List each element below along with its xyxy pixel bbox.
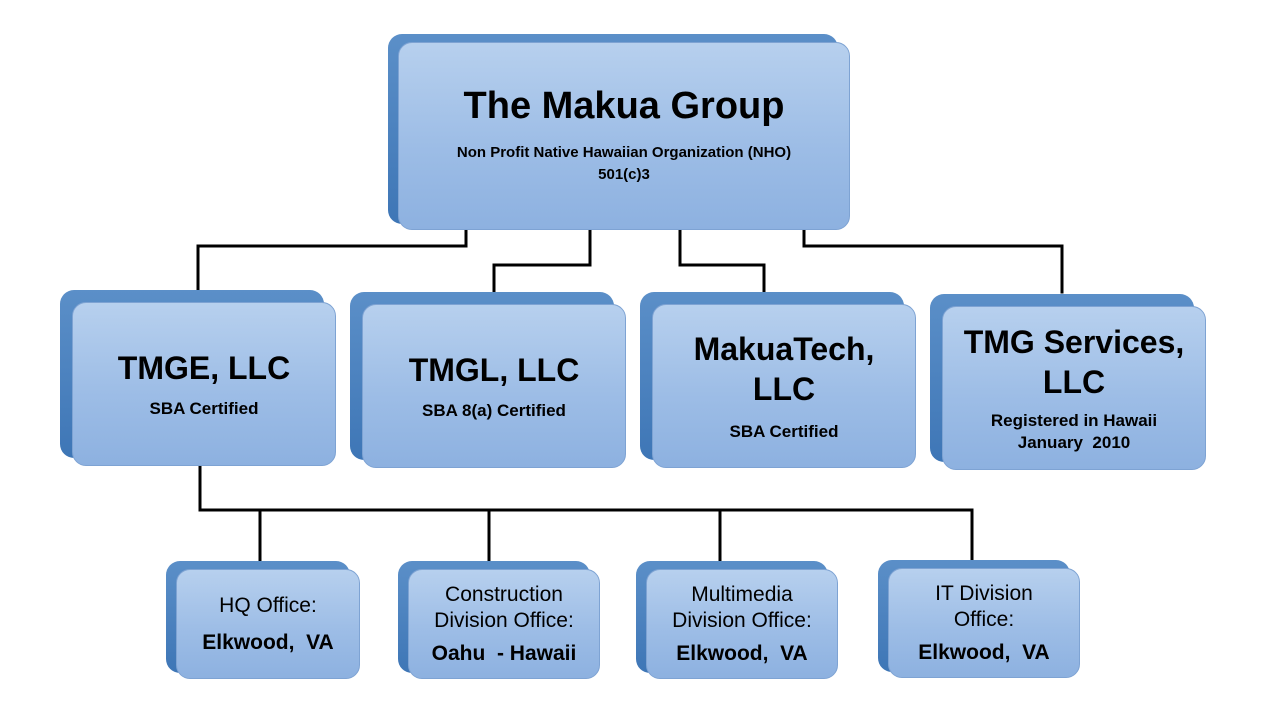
root-line2: 501(c)3 — [598, 165, 650, 183]
subsidiary-tmge: TMGE, LLC SBA Certified — [60, 290, 336, 466]
tmgl-subtitle: SBA 8(a) Certified — [422, 400, 566, 420]
office-hq: HQ Office: Elkwood, VA — [166, 561, 360, 679]
makuatech-subtitle: SBA Certified — [729, 421, 839, 441]
tmg-services-subtitle-line1: Registered in Hawaii — [990, 410, 1158, 430]
connector-root-tmge — [196, 228, 468, 294]
root-line1: Non Profit Native Hawaiian Organization … — [456, 144, 792, 162]
root-node: The Makua Group Non Profit Native Hawaii… — [388, 34, 850, 230]
office-it-line1: IT Division — [935, 581, 1033, 605]
connector-root-tmg-services — [802, 228, 1064, 294]
subsidiary-tmgl: TMGL, LLC SBA 8(a) Certified — [350, 292, 626, 468]
office-construction-line2: Division Office: — [434, 609, 574, 632]
connector-root-tmgl — [492, 228, 592, 294]
office-multimedia: Multimedia Division Office: Elkwood, VA — [636, 561, 838, 679]
office-it-location: Elkwood, VA — [918, 641, 1050, 665]
office-hq-label: HQ Office: — [219, 593, 317, 617]
makuatech-title-line1: MakuaTech, — [693, 330, 875, 367]
makuatech-title-line2: LLC — [752, 370, 816, 407]
root-title: The Makua Group — [463, 85, 785, 128]
connector-tmge-offices-bus — [198, 464, 974, 512]
tmge-title: TMGE, LLC — [117, 349, 291, 386]
office-it-line2: Office: — [953, 608, 1015, 631]
subsidiary-tmg-services: TMG Services, LLC Registered in Hawaii J… — [930, 294, 1206, 470]
office-it: IT Division Office: Elkwood, VA — [878, 560, 1080, 678]
tmg-services-subtitle-line2: January 2010 — [1017, 433, 1131, 452]
office-construction: Construction Division Office: Oahu - Haw… — [398, 561, 600, 679]
office-construction-location: Oahu - Hawaii — [431, 642, 577, 666]
office-multimedia-line1: Multimedia — [691, 582, 793, 606]
subsidiary-makuatech: MakuaTech, LLC SBA Certified — [640, 292, 916, 468]
connector-root-makuatech — [678, 228, 766, 294]
office-hq-location: Elkwood, VA — [202, 631, 334, 655]
office-construction-line1: Construction — [445, 582, 563, 606]
office-multimedia-line2: Division Office: — [672, 609, 812, 632]
tmgl-title: TMGL, LLC — [408, 351, 580, 388]
tmge-subtitle: SBA Certified — [149, 398, 259, 418]
tmg-services-title-line1: TMG Services, — [963, 323, 1185, 360]
tmg-services-title-line2: LLC — [1042, 363, 1106, 400]
office-multimedia-location: Elkwood, VA — [676, 642, 808, 666]
